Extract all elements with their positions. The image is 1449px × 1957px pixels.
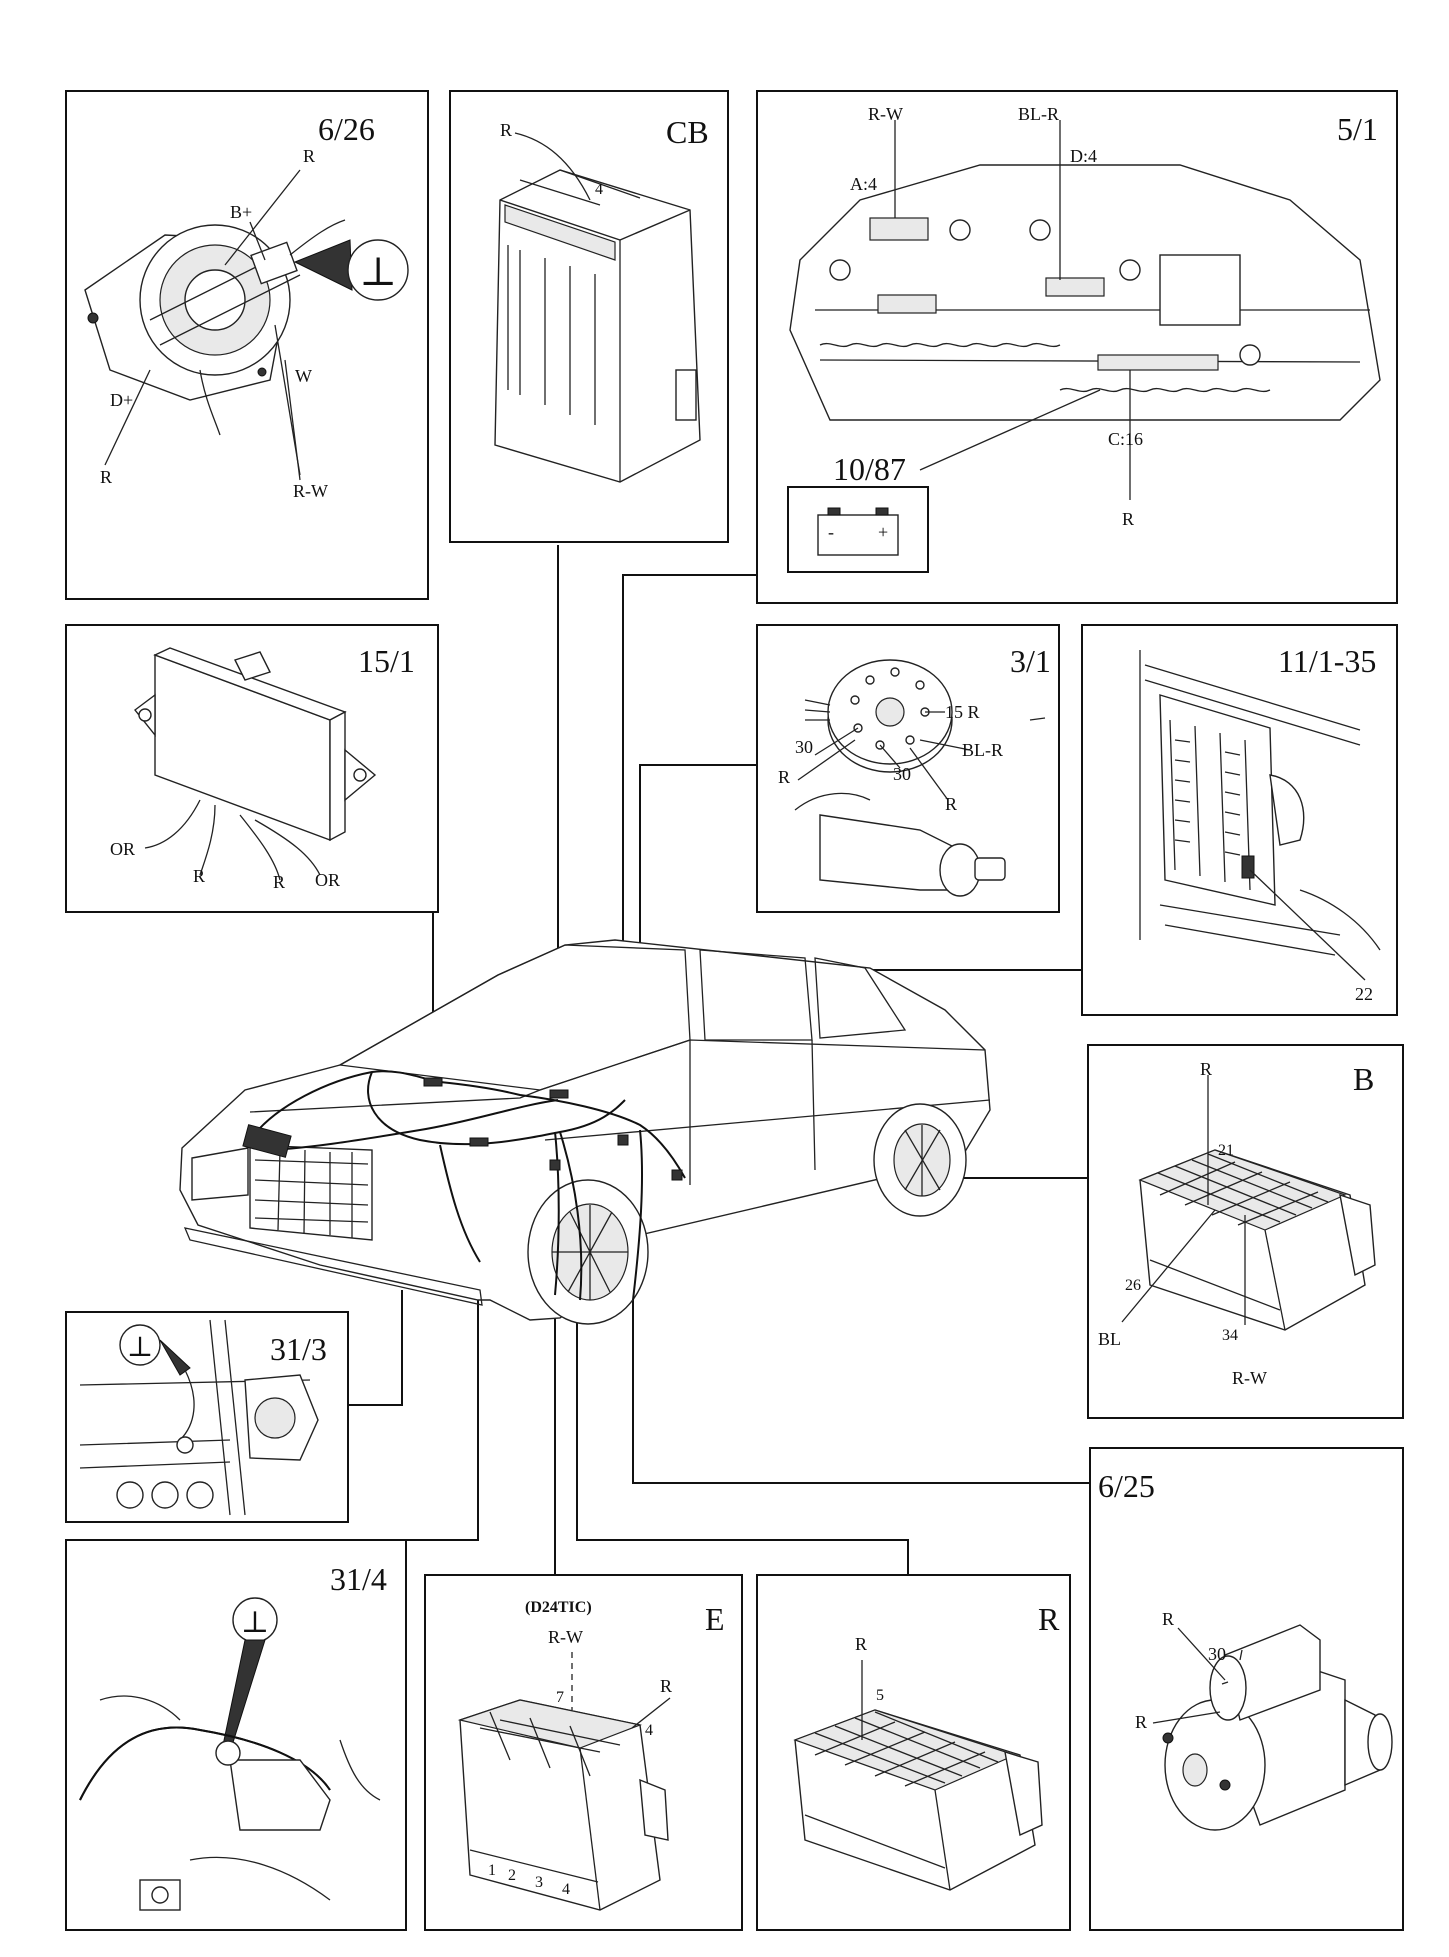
label-r-1: R xyxy=(193,866,205,886)
label-r-top: R xyxy=(303,146,315,166)
label-d4: D:4 xyxy=(1070,146,1097,166)
label-30: 30 xyxy=(1208,1644,1226,1664)
panel-id: 6/26 xyxy=(318,111,375,147)
panel-id: 3/1 xyxy=(1010,643,1051,679)
panel-id: E xyxy=(705,1601,725,1637)
label-7: 7 xyxy=(556,1689,564,1706)
label-a4: A:4 xyxy=(850,174,877,194)
instrument-cluster-sketch xyxy=(789,164,1381,421)
pin-2: 2 xyxy=(508,1867,516,1884)
label-bplus: B+ xyxy=(230,202,252,222)
label-r-1: R xyxy=(1162,1609,1174,1629)
panel-b: B R 21 26 BL 34 R-W xyxy=(1087,1044,1404,1419)
panel-id: CB xyxy=(666,114,709,150)
label-22: 22 xyxy=(1355,984,1373,1004)
label-4: 4 xyxy=(645,1722,653,1739)
panel-31-3: 31/3 ⊥ xyxy=(65,1311,349,1523)
label-variant: (D24TIC) xyxy=(525,1599,592,1616)
label-plus: + xyxy=(878,522,888,542)
label-or-1: OR xyxy=(110,839,135,859)
label-blr: BL-R xyxy=(1018,104,1059,124)
label-w: W xyxy=(295,366,312,386)
harness-sketch xyxy=(79,1695,381,1911)
battery-icon xyxy=(817,507,899,556)
label-r-2: R xyxy=(1135,1712,1147,1732)
module-sketch xyxy=(134,647,377,842)
label-dplus: D+ xyxy=(110,390,133,410)
relay-block-sketch xyxy=(793,1709,1043,1891)
relay-block-sketch xyxy=(1138,1149,1376,1331)
panel-id: 31/3 xyxy=(270,1331,327,1367)
label-5: 5 xyxy=(876,1687,884,1704)
panel-e: E (D24TIC) R-W 7 R 4 1 2 3 4 xyxy=(424,1574,743,1931)
panel-id: 15/1 xyxy=(358,643,415,679)
label-r: R xyxy=(660,1676,672,1696)
panel-11-1-35: 11/1-35 22 xyxy=(1081,624,1398,1016)
label-pin-4: 4 xyxy=(595,181,603,198)
label-rw: R-W xyxy=(1232,1368,1267,1388)
label-26: 26 xyxy=(1125,1277,1141,1294)
label-rw: R-W xyxy=(293,481,328,501)
ground-icon: ⊥ xyxy=(241,1606,269,1639)
label-34: 34 xyxy=(1222,1327,1238,1344)
engine-bay-sketch xyxy=(79,1319,319,1516)
pin-3: 3 xyxy=(535,1874,543,1891)
pin-4: 4 xyxy=(562,1881,570,1898)
ground-symbol: ⊥ xyxy=(221,1597,278,1753)
panel-31-4: 31/4 ⊥ xyxy=(65,1539,407,1931)
label-r-a: R xyxy=(778,767,790,787)
label-bl: BL xyxy=(1098,1329,1121,1349)
label-blr: BL-R xyxy=(962,740,1003,760)
panel-id: 31/4 xyxy=(330,1561,387,1597)
label-minus: - xyxy=(828,522,834,542)
panel-cb: CB R 4 xyxy=(449,90,729,543)
label-r-2: R xyxy=(273,872,285,892)
panel-id: R xyxy=(1038,1601,1060,1637)
panel-15-1: 15/1 OR R R OR xyxy=(65,624,439,913)
ground-symbol: ⊥ xyxy=(293,239,409,301)
label-21: 21 xyxy=(1218,1142,1234,1159)
panel-r: R R 5 xyxy=(756,1574,1071,1931)
label-30-b: 30 xyxy=(893,764,911,784)
label-r-b: R xyxy=(945,794,957,814)
ground-symbol: ⊥ xyxy=(119,1324,191,1376)
panel-6-25: 6/25 R 30 R xyxy=(1089,1447,1404,1931)
label-r-bottom: R xyxy=(100,467,112,487)
label-c16: C:16 xyxy=(1108,429,1143,449)
fuse-box-sketch xyxy=(1139,650,1381,956)
label-rw: R-W xyxy=(868,104,903,124)
label-rw: R-W xyxy=(548,1627,583,1647)
connector-sketch xyxy=(457,1699,669,1911)
panel-id: 11/1-35 xyxy=(1278,643,1376,679)
ground-icon: ⊥ xyxy=(127,1332,153,1363)
panel-id: B xyxy=(1353,1061,1374,1097)
label-r: R xyxy=(1122,509,1134,529)
connector-sketch xyxy=(494,169,701,483)
label-r: R xyxy=(1200,1059,1212,1079)
panel-id: 6/25 xyxy=(1098,1468,1155,1504)
panel-3-1: 3/1 15 R BL-R 30 30 R R xyxy=(756,624,1060,913)
panel-5-1: 5/1 R-W BL-R D:4 A:4 C:16 R 10/8 xyxy=(756,90,1398,604)
starter-motor-sketch xyxy=(1162,1624,1393,1831)
car-sketch xyxy=(179,939,991,1325)
label-r: R xyxy=(500,120,512,140)
panel-6-26: 6/26 ⊥ R B+ D+ W R R-W xyxy=(65,90,429,600)
ground-icon: ⊥ xyxy=(359,249,397,294)
label-15r: 15 R xyxy=(945,702,980,722)
inset-id: 10/87 xyxy=(833,451,906,487)
label-r: R xyxy=(855,1634,867,1654)
pin-1: 1 xyxy=(488,1862,496,1879)
label-30-a: 30 xyxy=(795,737,813,757)
panel-id: 5/1 xyxy=(1337,111,1378,147)
label-or-2: OR xyxy=(315,870,340,890)
inset-10-87: 10/87 - + xyxy=(787,451,929,573)
ignition-switch-sketch xyxy=(794,659,1006,897)
